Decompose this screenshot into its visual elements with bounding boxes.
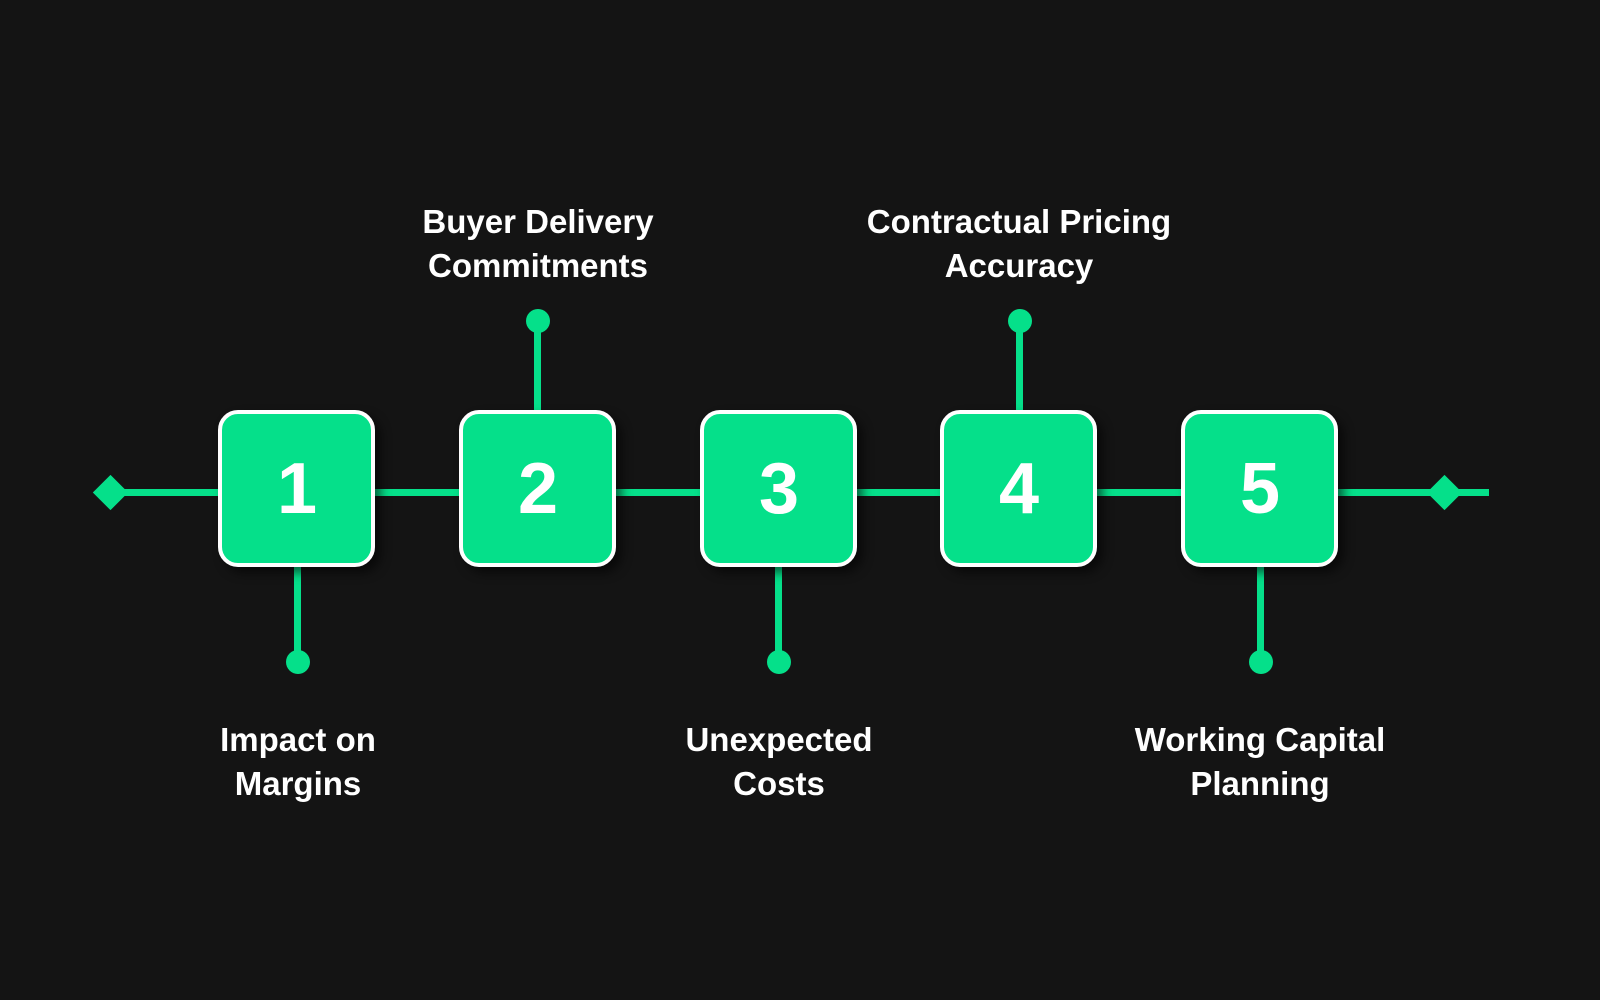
step-label-5: Working Capital Planning xyxy=(1134,721,1386,802)
step-label-4: Contractual Pricing Accuracy xyxy=(866,203,1172,284)
step-box-2[interactable]: 2 xyxy=(459,410,616,567)
step-connector-dot-5 xyxy=(1249,650,1273,674)
step-box-3[interactable]: 3 xyxy=(700,410,857,567)
step-connector-stem-1 xyxy=(294,565,301,657)
step-connector-dot-3 xyxy=(767,650,791,674)
step-number-5: 5 xyxy=(1239,448,1280,529)
step-connector-dot-1 xyxy=(286,650,310,674)
step-label-2: Buyer Delivery Commitments xyxy=(422,203,654,284)
step-box-5[interactable]: 5 xyxy=(1181,410,1338,567)
step-connector-stem-2 xyxy=(534,330,541,415)
step-connector-stem-4 xyxy=(1016,330,1023,415)
step-number-1: 1 xyxy=(276,448,317,529)
step-number-4: 4 xyxy=(998,448,1039,529)
step-connector-dot-2 xyxy=(526,309,550,333)
step-number-3: 3 xyxy=(758,448,799,529)
step-number-2: 2 xyxy=(517,448,558,529)
step-box-4[interactable]: 4 xyxy=(940,410,1097,567)
step-box-1[interactable]: 1 xyxy=(218,410,375,567)
step-connector-dot-4 xyxy=(1008,309,1032,333)
step-label-3: Unexpected Costs xyxy=(685,721,873,802)
step-label-1: Impact on Margins xyxy=(220,721,376,802)
timeline-endpoint-left-diamond-icon xyxy=(92,474,129,511)
timeline-endpoint-right-diamond-icon xyxy=(1426,474,1463,511)
step-connector-stem-3 xyxy=(775,565,782,657)
step-connector-stem-5 xyxy=(1257,565,1264,657)
